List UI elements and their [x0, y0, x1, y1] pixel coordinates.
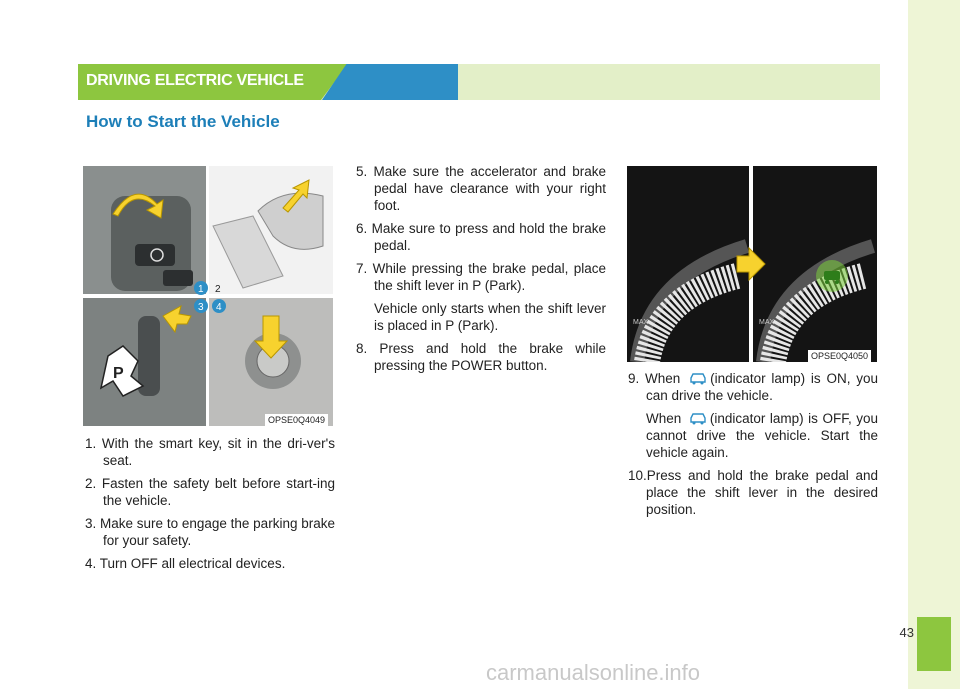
watermark: carmanualsonline.info	[486, 660, 701, 685]
section-header-blue	[322, 64, 458, 100]
page-subheading: How to Start the Vehicle	[86, 112, 280, 131]
car-ready-indicator-icon	[690, 413, 706, 425]
step-9: 9. When (indicator lamp) is ON, you can …	[628, 370, 878, 404]
step-9-suffix: (indicator lamp) is ON, you can drive th…	[646, 371, 878, 403]
figure-start-procedure: 1 2 P 3 4	[83, 166, 333, 426]
right-sidebar-strip	[908, 0, 960, 689]
step-5: 5. Make sure the accelerator and brake p…	[356, 164, 606, 213]
section-header-green	[78, 64, 348, 100]
step-7: 7. While pressing the brake pedal, place…	[356, 261, 606, 293]
ready-indicator-icon	[824, 271, 840, 284]
callout-1: 1	[198, 284, 204, 295]
callout-2: 2	[215, 284, 221, 295]
figure-code-2: OPSE0Q4050	[808, 350, 872, 362]
step-9-note: When (indicator lamp) is OFF, you cannot…	[628, 410, 878, 461]
step-9-note-prefix: When	[646, 411, 682, 426]
step-1: 1. With the smart key, sit in the dri-ve…	[85, 436, 335, 468]
callout-3: 3	[198, 302, 204, 313]
page-tab	[917, 617, 951, 671]
step-3: 3. Make sure to engage the parking brake…	[85, 516, 335, 548]
step-10: 10.Press and hold the brake pedal and pl…	[628, 468, 878, 517]
step-4: 4. Turn OFF all electrical devices.	[85, 556, 286, 571]
step-9-prefix: 9. When	[628, 371, 681, 386]
step-2: 2. Fasten the safety belt before start-i…	[85, 476, 335, 508]
figure-code-1: OPSE0Q4049	[265, 414, 329, 426]
gauge-max-label-2: MAX	[759, 319, 775, 326]
figure-cluster-indicator: MAX MAX	[627, 166, 877, 362]
steps-column-middle: 5. Make sure the accelerator and brake p…	[356, 163, 606, 380]
step-8: 8. Press and hold the brake while pressi…	[356, 341, 606, 373]
car-ready-indicator-icon	[690, 373, 706, 385]
step-7-note: Vehicle only starts when the shift lever…	[374, 301, 606, 333]
callout-4: 4	[216, 302, 222, 313]
page-number: 43	[899, 625, 914, 640]
gauge-max-label-1: MAX	[633, 319, 649, 326]
park-letter: P	[113, 365, 124, 382]
step-6: 6. Make sure to press and hold the brake…	[356, 221, 606, 253]
steps-column-right: 9. When (indicator lamp) is ON, you can …	[628, 370, 878, 524]
step-9-note-suffix: (indicator lamp) is OFF, you cannot driv…	[646, 411, 878, 460]
steps-column-left: 1. With the smart key, sit in the dri-ve…	[85, 435, 335, 578]
section-title: DRIVING ELECTRIC VEHICLE	[86, 72, 304, 89]
